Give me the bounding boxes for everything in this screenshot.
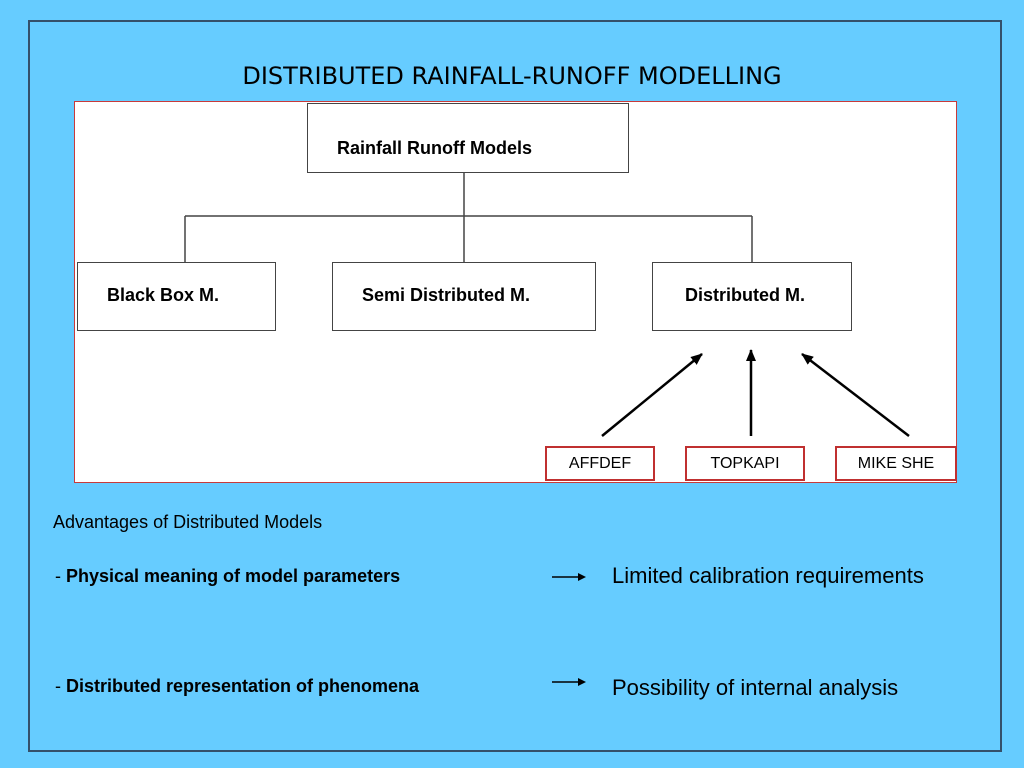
black-box-model-box: Black Box M. <box>77 262 276 331</box>
advantage-1-effect: Limited calibration requirements <box>612 563 924 588</box>
topkapi-box: TOPKAPI <box>685 446 805 481</box>
advantage-1-cause: Physical meaning of model parameters <box>66 566 401 586</box>
slide-title: DISTRIBUTED RAINFALL-RUNOFF MODELLING <box>242 62 782 90</box>
model-hierarchy-diagram: Rainfall Runoff Models Black Box M. Semi… <box>74 101 957 483</box>
distributed-model-label: Distributed M. <box>685 285 805 305</box>
slide-frame <box>28 20 1002 752</box>
affdef-box: AFFDEF <box>545 446 655 481</box>
mike-she-label: MIKE SHE <box>857 454 935 472</box>
advantage-2-arrow-icon <box>552 678 586 686</box>
affdef-label: AFFDEF <box>568 454 632 472</box>
root-label: Rainfall Runoff Models <box>337 138 532 158</box>
advantages-heading: Advantages of Distributed Models <box>53 512 323 532</box>
advantage-2-prefix: - <box>55 676 66 696</box>
advantage-1-prefix: - <box>55 566 66 586</box>
advantage-row-2: - Distributed representation of phenomen… <box>55 676 419 697</box>
distributed-model-box: Distributed M. <box>652 262 852 331</box>
root-box: Rainfall Runoff Models <box>307 103 629 173</box>
arrow-affdef <box>601 353 703 437</box>
arrow-mike-she <box>801 353 910 437</box>
advantage-row-1: - Physical meaning of model parameters <box>55 566 400 587</box>
advantage-2-cause: Distributed representation of phenomena <box>66 676 420 696</box>
semi-distributed-model-box: Semi Distributed M. <box>332 262 596 331</box>
black-box-model-label: Black Box M. <box>107 285 220 305</box>
advantage-2-effect: Possibility of internal analysis <box>612 675 899 700</box>
advantage-1-arrow-icon <box>552 573 586 581</box>
diagram-connectors <box>184 173 910 437</box>
semi-distributed-model-label: Semi Distributed M. <box>362 285 531 305</box>
mike-she-box: MIKE SHE <box>835 446 957 481</box>
topkapi-label: TOPKAPI <box>710 454 780 472</box>
